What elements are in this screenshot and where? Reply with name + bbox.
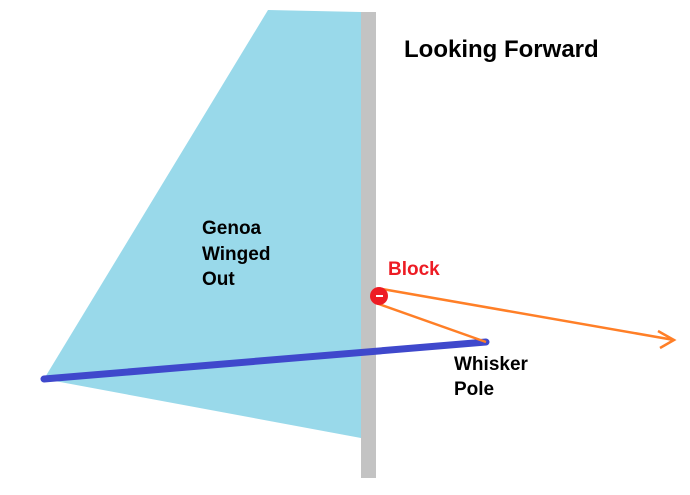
mast [361,12,376,478]
genoa-label-line-2: Winged [202,244,270,265]
sheet-arrowhead [657,329,677,350]
whisker-pole-label-line-1: Whisker [454,354,529,375]
sheet-to-cockpit [381,287,675,342]
diagram-title: Looking Forward [404,36,599,63]
genoa-sail [44,10,361,438]
genoa-label-line-3: Out [202,269,235,290]
whisker-pole-label-line-2: Pole [454,379,494,400]
whisker-pole [40,338,490,383]
genoa-label-line-1: Genoa [202,218,262,239]
block-label: Block [388,259,440,280]
sheet-to-pole-end [375,301,487,344]
